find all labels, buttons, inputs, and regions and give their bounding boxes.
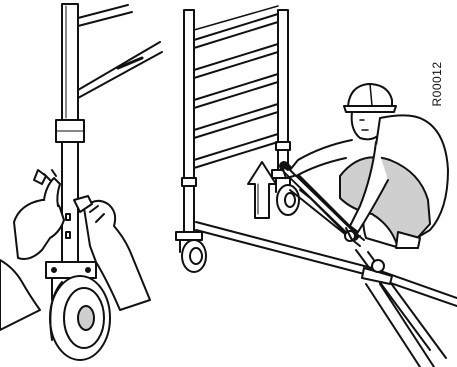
worker-figure bbox=[282, 84, 448, 248]
main-left-caster bbox=[176, 232, 206, 272]
main-tower-frame bbox=[182, 6, 290, 232]
tower-rungs bbox=[194, 6, 278, 168]
worker-helmet bbox=[344, 84, 396, 112]
left-frame-rungs bbox=[78, 5, 162, 98]
left-detail-panel bbox=[0, 4, 162, 360]
reference-code-label: R00012 bbox=[430, 61, 444, 106]
left-caster-wheel bbox=[46, 262, 110, 360]
